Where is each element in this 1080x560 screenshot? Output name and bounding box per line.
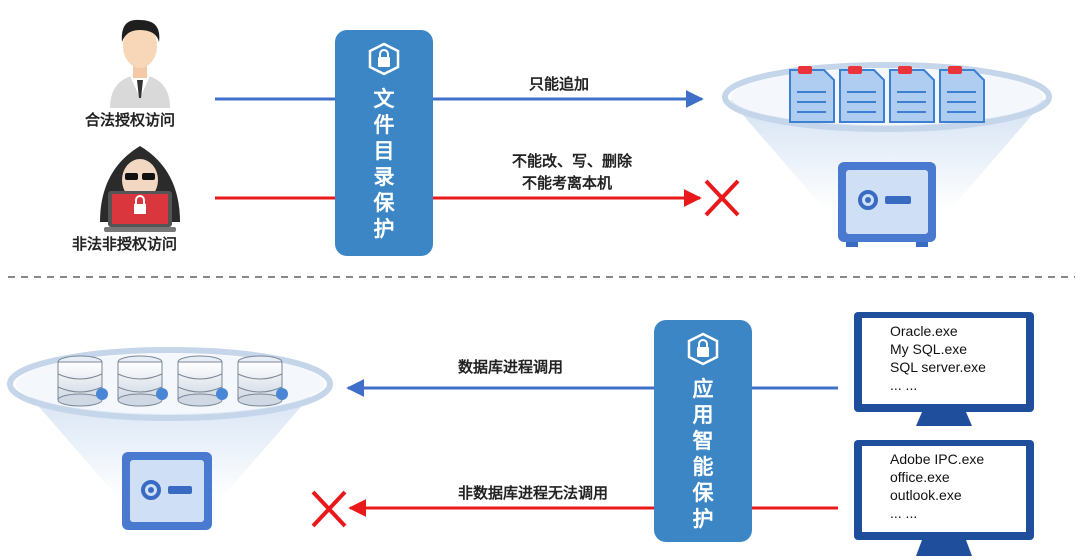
list-item: Oracle.exe [890,323,958,339]
file-directory-protection-panel: 文 件 目 录 保 护 [335,30,433,256]
lock-shield-icon [368,42,400,76]
denied-label-line2: 不能考离本机 [522,174,613,192]
db-program-list: Oracle.exe My SQL.exe SQL server.exe ...… [890,322,986,394]
list-item: ... ... [890,377,918,393]
legal-access-label: 合法授权访问 [85,111,176,129]
monitor-icon [854,440,1034,556]
panel-title: 应 用 智 能 保 护 [692,377,714,531]
list-item: Adobe IPC.exe [890,451,985,467]
safe-icon [838,162,936,247]
monitor-icon [854,312,1034,426]
list-item: ... ... [890,505,918,521]
db-process-label: 数据库进程调用 [458,358,564,376]
panel-title: 文 件 目 录 保 护 [373,87,395,241]
document-icon [789,66,985,123]
cross-icon [704,179,740,217]
other-program-list: Adobe IPC.exe office.exe outlook.exe ...… [890,450,984,522]
database-icon [57,355,288,407]
hacker-icon [100,146,180,232]
cross-icon [311,490,347,528]
lock-shield-icon [687,332,719,366]
list-item: office.exe [890,469,950,485]
person-icon [110,19,170,108]
non-db-process-label: 非数据库进程无法调用 [458,484,609,502]
safe-icon [122,452,212,530]
list-item: outlook.exe [890,487,962,503]
list-item: My SQL.exe [890,341,968,357]
denied-label-line1: 不能改、写、删除 [512,152,633,170]
append-only-label: 只能追加 [529,75,590,93]
list-item: SQL server.exe [890,359,986,375]
illegal-access-label: 非法非授权访问 [72,235,178,253]
application-protection-panel: 应 用 智 能 保 护 [654,320,752,542]
